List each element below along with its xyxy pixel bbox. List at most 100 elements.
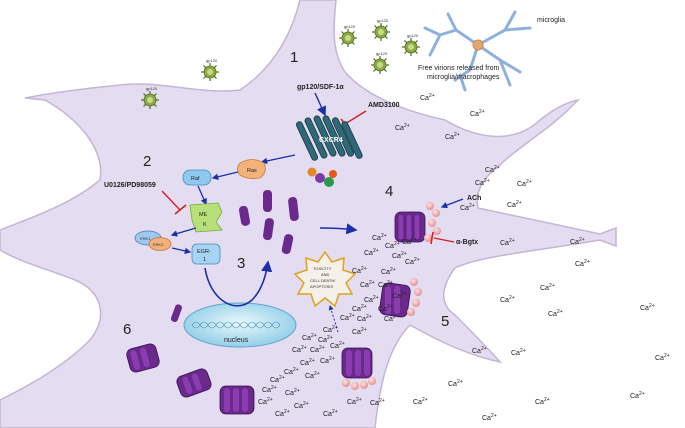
free-virions-label-line1: Free virions released from (418, 65, 499, 72)
calcium-ion-label: Ca2+ (445, 132, 460, 141)
step-number-6: 6 (123, 321, 131, 338)
nachr-channel-icon (379, 278, 422, 318)
calcium-ion-label: Ca2+ (392, 291, 407, 300)
virion-icon: gp120 (200, 58, 220, 82)
calcium-ion-label: Ca2+ (630, 391, 645, 400)
calcium-ion-label: Ca2+ (262, 385, 277, 394)
svg-text:APOPTOSIS: APOPTOSIS (310, 284, 333, 289)
calcium-ion-label: Ca2+ (310, 345, 325, 354)
virion-icon: gp120 (140, 86, 160, 110)
calcium-ion-label: Ca2+ (500, 295, 515, 304)
calcium-ion-label: Ca2+ (294, 401, 309, 410)
calcium-ion-label: Ca2+ (292, 345, 307, 354)
calcium-ion-label: Ca2+ (300, 358, 315, 367)
calcium-ion-label: Ca2+ (420, 93, 435, 102)
calcium-ion-label: Ca2+ (511, 348, 526, 357)
calcium-ion-label: Ca2+ (320, 356, 335, 365)
svg-text:gp120: gp120 (344, 24, 356, 29)
calcium-ion-label: Ca2+ (364, 248, 379, 257)
svg-text:AND: AND (321, 272, 330, 277)
calcium-ion-label: Ca2+ (352, 304, 367, 313)
egr1-protein: EGR- 1 (191, 243, 221, 265)
calcium-ion-label: Ca2+ (364, 295, 379, 304)
virion-icon: gp120 (338, 24, 358, 48)
cxcr4-receptor-icon: CXCR4 (295, 115, 363, 187)
calcium-ion-label: Ca2+ (395, 123, 410, 132)
calcium-ion-label: Ca2+ (270, 375, 285, 384)
raf-protein: Raf (182, 169, 212, 186)
calcium-ion-label: Ca2+ (330, 341, 345, 350)
calcium-ion-label: Ca2+ (378, 304, 393, 313)
calcium-ion-label: Ca2+ (340, 313, 355, 322)
gp120-sdf-label: gp120/SDF-1α (297, 84, 344, 91)
inhibitor-label: U0126/PD98059 (104, 182, 156, 189)
erk-complex: ERK1 ERK2 (134, 230, 172, 251)
svg-text:gp120: gp120 (206, 58, 218, 63)
calcium-ion-label: Ca2+ (640, 303, 655, 312)
calcium-ion-label: Ca2+ (385, 241, 400, 250)
calcium-ion-label: Ca2+ (535, 397, 550, 406)
free-virions-label-line2: microglia/macrophages (427, 74, 500, 81)
nucleus-icon: nucleus (183, 302, 297, 348)
svg-text:ERK1: ERK1 (140, 236, 151, 241)
calcium-ion-label: Ca2+ (370, 398, 385, 407)
calcium-ion-label: Ca2+ (570, 237, 585, 246)
neuron-cell-body (0, 0, 617, 428)
nachr-channel-icon (341, 347, 376, 390)
microglia-icon (423, 10, 532, 92)
svg-text:TOXICITY: TOXICITY (313, 266, 332, 271)
calcium-ion-label: Ca2+ (318, 335, 333, 344)
calcium-ion-label: Ca2+ (275, 409, 290, 418)
amd3100-label: AMD3100 (368, 102, 400, 109)
nachr-channel-icon (176, 368, 212, 398)
calcium-ion-label: Ca2+ (472, 346, 487, 355)
calcium-ion-label: Ca2+ (500, 238, 515, 247)
svg-text:gp120: gp120 (377, 18, 389, 23)
calcium-ion-label: Ca2+ (347, 397, 362, 406)
svg-text:ERK2: ERK2 (153, 242, 164, 247)
step-number-3: 3 (237, 255, 245, 272)
virion-icon: gp120 (401, 33, 421, 57)
cxcr4-label: CXCR4 (319, 137, 343, 144)
calcium-ion-label: Ca2+ (507, 200, 522, 209)
calcium-ion-label: Ca2+ (517, 179, 532, 188)
calcium-ion-label: Ca2+ (302, 333, 317, 342)
nachr-channel-icon (394, 202, 441, 243)
calcium-ion-label: Ca2+ (405, 257, 420, 266)
calcium-ion-label: Ca2+ (284, 367, 299, 376)
ach-label: ACh (467, 195, 481, 202)
step-number-1: 1 (290, 49, 298, 66)
toxicity-burst-icon: TOXICITY AND CELL DEATH/ APOPTOSIS (293, 250, 357, 308)
calcium-ion-label: Ca2+ (475, 178, 490, 187)
virion-icon: gp120 (370, 51, 390, 75)
calcium-ion-label: Ca2+ (575, 259, 590, 268)
calcium-ion-label: Ca2+ (448, 379, 463, 388)
svg-text:1: 1 (203, 257, 206, 263)
svg-text:CELL DEATH/: CELL DEATH/ (310, 278, 336, 283)
calcium-ion-label: Ca2+ (460, 203, 475, 212)
alpha7-subunit-icon (170, 190, 299, 322)
calcium-ion-label: Ca2+ (357, 314, 372, 323)
calcium-ion-label: Ca2+ (372, 233, 387, 242)
microglia-label: microglia (537, 17, 565, 24)
step-number-4: 4 (385, 183, 393, 200)
calcium-ion-label: Ca2+ (352, 327, 367, 336)
mek-protein: ME K (189, 202, 223, 233)
svg-text:gp120: gp120 (407, 33, 419, 38)
svg-text:Ras: Ras (247, 168, 257, 174)
nachr-channel-icon (219, 385, 255, 415)
calcium-ion-label: Ca2+ (655, 353, 670, 362)
svg-text:gp120: gp120 (376, 51, 388, 56)
alpha-bgtx-label: α-Bgtx (456, 239, 478, 246)
calcium-ion-label: Ca2+ (540, 283, 555, 292)
calcium-ion-label: Ca2+ (258, 397, 273, 406)
virion-icon: gp120 (371, 18, 391, 42)
calcium-ion-label: Ca2+ (323, 325, 338, 334)
calcium-ion-label: Ca2+ (485, 165, 500, 174)
svg-text:ME: ME (199, 212, 208, 218)
calcium-ion-label: Ca2+ (381, 267, 396, 276)
calcium-ion-label: Ca2+ (352, 266, 367, 275)
calcium-ion-label: Ca2+ (384, 314, 399, 323)
